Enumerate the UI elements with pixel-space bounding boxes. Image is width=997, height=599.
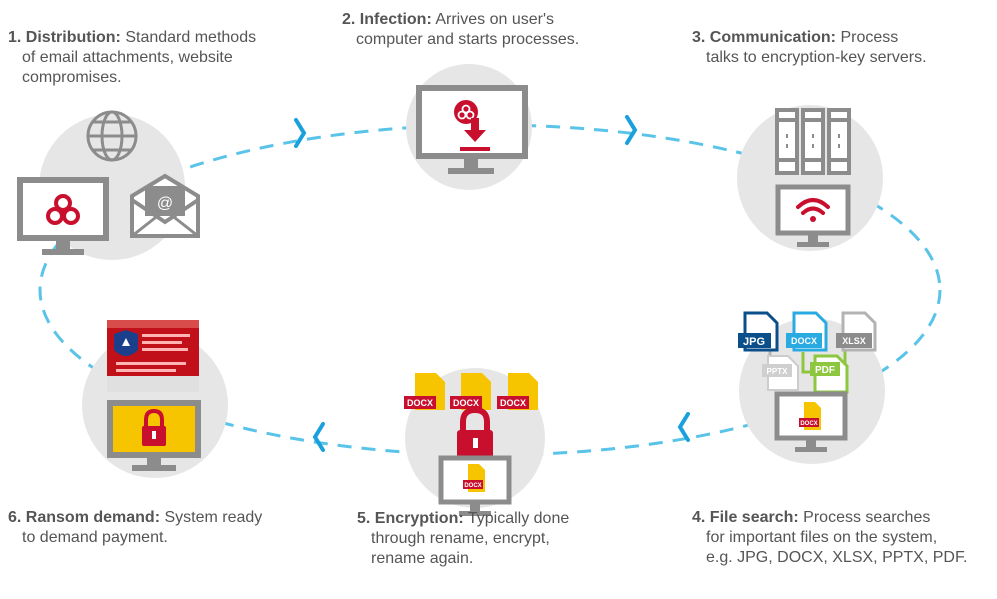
- ransom-window-screenshot: [107, 320, 199, 392]
- caption-encryption-title: 5. Encryption:: [357, 510, 464, 527]
- caption-file-search: 4. File search: Process searches for imp…: [692, 508, 992, 568]
- enc-docx-label-3: DOCX: [500, 398, 526, 408]
- monitor-document-icon: DOCX: [438, 455, 512, 516]
- docx-label: DOCX: [791, 336, 817, 346]
- node-infection: [406, 64, 532, 190]
- xlsx-label: XLSX: [842, 336, 866, 346]
- caption-infection-title: 2. Infection:: [342, 11, 432, 28]
- caption-encryption: 5. Encryption: Typically done through re…: [357, 509, 657, 569]
- pptx-label: PPTX: [767, 367, 789, 376]
- padlock-icon: [457, 406, 493, 458]
- caption-ransom-demand-line2: to demand payment.: [22, 529, 168, 546]
- monitor-wifi-icon: [775, 184, 851, 247]
- server-rack-icon: [775, 108, 851, 175]
- enc-docx-label-2: DOCX: [453, 398, 479, 408]
- email-at-symbol: @: [157, 195, 173, 212]
- docx-file-icon: DOCX: [786, 311, 828, 352]
- docx-file-icon-2: DOCX: [450, 373, 491, 410]
- arrow-5-to-6: [312, 422, 325, 452]
- enc-monitor-docx-label: DOCX: [464, 483, 481, 489]
- caption-distribution-title: 1. Distribution:: [8, 29, 121, 46]
- monitor-biohazard-icon: [17, 177, 109, 255]
- caption-file-search-line1: Process searches: [803, 509, 931, 526]
- caption-distribution-line2: of email attachments, website: [22, 49, 233, 66]
- globe-icon: [86, 110, 138, 162]
- caption-file-search-line2: for important files on the system,: [706, 529, 938, 546]
- xlsx-file-icon: XLSX: [836, 311, 877, 352]
- caption-ransom-demand: 6. Ransom demand: System ready to demand…: [8, 508, 308, 548]
- monitor-padlock-icon: [107, 400, 201, 471]
- monitor-download-icon: [416, 85, 528, 174]
- arrow-1-to-2: [294, 118, 307, 148]
- jpg-file-icon: JPG: [738, 311, 779, 352]
- node-file-search: JPG DOCX XLSX PPTX PDF DOCX: [738, 311, 885, 464]
- caption-ransom-demand-title: 6. Ransom demand:: [8, 509, 161, 526]
- caption-ransom-demand-line1: System ready: [164, 509, 263, 526]
- caption-encryption-line1: Typically done: [467, 510, 570, 527]
- caption-encryption-line2: through rename, encrypt,: [371, 530, 550, 547]
- caption-file-search-title: 4. File search:: [692, 509, 799, 526]
- node-encryption: DOCX DOCX DOCX DOCX: [404, 368, 545, 516]
- caption-communication: 3. Communication: Process talks to encry…: [692, 28, 992, 68]
- monitor-document-icon: DOCX: [774, 391, 848, 452]
- caption-distribution-line1: Standard methods: [125, 29, 257, 46]
- docx-file-icon-1: DOCX: [404, 373, 445, 410]
- caption-distribution: 1. Distribution: Standard methods of ema…: [8, 28, 308, 88]
- node-distribution: @: [17, 110, 200, 260]
- pptx-file-icon: PPTX: [762, 355, 799, 391]
- caption-encryption-line3: rename again.: [371, 550, 474, 567]
- caption-file-search-line3: e.g. JPG, DOCX, XLSX, PPTX, PDF.: [706, 549, 968, 566]
- pdf-label: PDF: [815, 365, 835, 376]
- caption-communication-title: 3. Communication:: [692, 29, 837, 46]
- docx-file-icon-3: DOCX: [497, 373, 538, 410]
- enc-docx-label-1: DOCX: [407, 398, 433, 408]
- arrow-4-to-5: [677, 412, 690, 442]
- caption-infection-line1: Arrives on user's: [435, 11, 554, 28]
- monitor-docx-label: DOCX: [800, 421, 817, 427]
- node-communication: [737, 105, 883, 251]
- caption-infection-line2: computer and starts processes.: [356, 31, 580, 48]
- node-ransom-demand: [82, 320, 228, 478]
- arrow-2-to-3: [625, 115, 638, 145]
- jpg-label: JPG: [743, 336, 765, 348]
- caption-communication-line2: talks to encryption-key servers.: [706, 49, 927, 66]
- pdf-file-icon: PDF: [810, 354, 849, 394]
- caption-distribution-line3: compromises.: [22, 69, 122, 86]
- caption-communication-line1: Process: [840, 29, 899, 46]
- email-envelope-icon: @: [130, 173, 200, 238]
- caption-infection: 2. Infection: Arrives on user's computer…: [342, 10, 642, 50]
